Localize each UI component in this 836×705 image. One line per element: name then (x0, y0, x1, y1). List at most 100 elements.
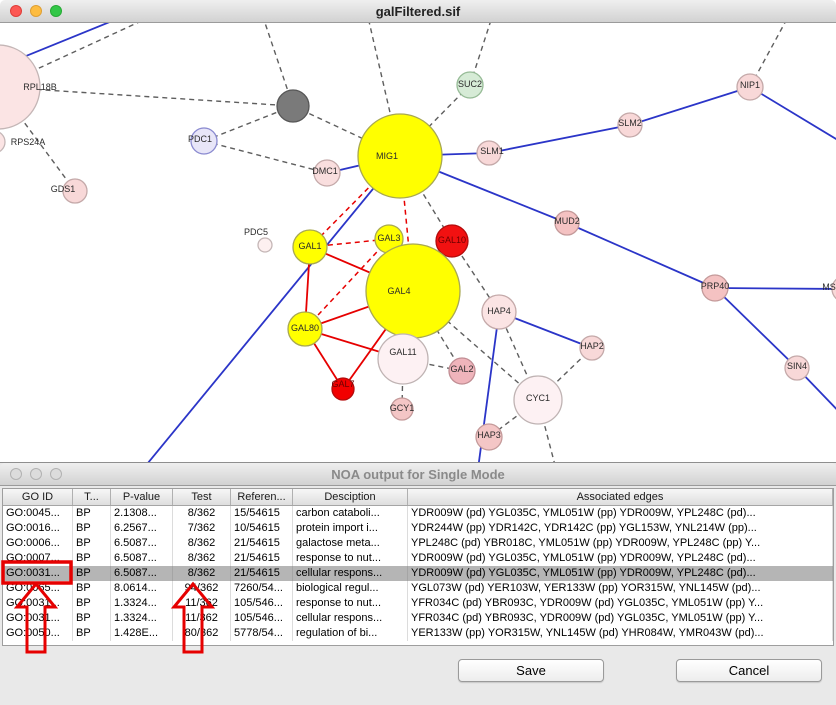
cell-p_value[interactable]: 1.3324... (111, 611, 173, 626)
cell-go_id[interactable]: GO:0050... (3, 626, 73, 641)
column-header-6[interactable]: Associated edges (408, 489, 833, 505)
zoom-button[interactable] (50, 5, 62, 17)
graph-node-PDC1[interactable] (190, 127, 218, 155)
cell-description[interactable]: protein import i... (293, 521, 408, 536)
network-canvas[interactable]: RPL18BRPS24AGDS1PDC1MIG1SUC2SLM1SLM2NIP1… (0, 23, 836, 463)
graph-node-GAL10[interactable] (435, 224, 469, 258)
cell-type[interactable]: BP (73, 581, 111, 596)
minimize-button[interactable] (30, 5, 42, 17)
cell-p_value[interactable]: 1.3324... (111, 596, 173, 611)
column-header-3[interactable]: Test (173, 489, 231, 505)
cell-reference[interactable]: 10/54615 (231, 521, 293, 536)
cell-description[interactable]: biological regul... (293, 581, 408, 596)
graph-node-SLM2[interactable] (617, 112, 643, 138)
cell-description[interactable]: galactose meta... (293, 536, 408, 551)
cell-p_value[interactable]: 6.2567... (111, 521, 173, 536)
cell-edges[interactable]: YFR034C (pd) YBR093C, YDR009W (pd) YGL03… (408, 611, 833, 626)
cell-reference[interactable]: 21/54615 (231, 566, 293, 581)
cell-go_id[interactable]: GO:0065... (3, 581, 73, 596)
cell-reference[interactable]: 7260/54... (231, 581, 293, 596)
cell-p_value[interactable]: 6.5087... (111, 566, 173, 581)
close-button[interactable] (10, 468, 22, 480)
cell-p_value[interactable]: 2.1308... (111, 506, 173, 521)
cell-reference[interactable]: 105/546... (231, 596, 293, 611)
graph-node-SIN4[interactable] (784, 355, 810, 381)
graph-node-RPL18B[interactable] (0, 44, 41, 130)
column-header-2[interactable]: P-value (111, 489, 173, 505)
graph-node-MIG1[interactable] (357, 113, 443, 199)
graph-node-HAP4[interactable] (481, 294, 517, 330)
cell-type[interactable]: BP (73, 551, 111, 566)
cell-test[interactable]: 8/362 (173, 566, 231, 581)
cell-p_value[interactable]: 1.428E... (111, 626, 173, 641)
graph-node-NIP1[interactable] (736, 73, 764, 101)
cell-test[interactable]: 94/362 (173, 581, 231, 596)
column-header-1[interactable]: T... (73, 489, 111, 505)
cell-go_id[interactable]: GO:0031... (3, 566, 73, 581)
cell-description[interactable]: cellular respons... (293, 566, 408, 581)
cell-type[interactable]: BP (73, 506, 111, 521)
cell-description[interactable]: regulation of bi... (293, 626, 408, 641)
cell-description[interactable]: response to nut... (293, 596, 408, 611)
cell-test[interactable]: 11/362 (173, 596, 231, 611)
graph-node-unlabeled[interactable] (276, 89, 310, 123)
cell-description[interactable]: carbon cataboli... (293, 506, 408, 521)
cell-edges[interactable]: YDR244W (pp) YDR142C, YDR142C (pp) YGL15… (408, 521, 833, 536)
graph-node-GAL2[interactable] (448, 357, 476, 385)
cell-go_id[interactable]: GO:0031... (3, 596, 73, 611)
close-button[interactable] (10, 5, 22, 17)
cell-test[interactable]: 8/362 (173, 551, 231, 566)
cell-type[interactable]: BP (73, 566, 111, 581)
graph-node-RPS24A[interactable] (0, 131, 6, 153)
graph-node-GAL7[interactable] (331, 377, 355, 401)
cell-reference[interactable]: 21/54615 (231, 536, 293, 551)
cell-type[interactable]: BP (73, 521, 111, 536)
cell-p_value[interactable]: 6.5087... (111, 551, 173, 566)
save-button[interactable]: Save (458, 659, 604, 682)
network-window-titlebar[interactable]: galFiltered.sif (0, 0, 836, 23)
cell-edges[interactable]: YDR009W (pd) YGL035C, YML051W (pp) YDR00… (408, 566, 833, 581)
cell-reference[interactable]: 105/546... (231, 611, 293, 626)
graph-node-DMC1[interactable] (313, 159, 341, 187)
graph-node-MSL1[interactable] (831, 276, 836, 302)
cell-type[interactable]: BP (73, 611, 111, 626)
cell-p_value[interactable]: 8.0614... (111, 581, 173, 596)
cell-reference[interactable]: 21/54615 (231, 551, 293, 566)
graph-node-MUD2[interactable] (554, 210, 580, 236)
cell-go_id[interactable]: GO:0007... (3, 551, 73, 566)
cell-type[interactable]: BP (73, 536, 111, 551)
zoom-button[interactable] (50, 468, 62, 480)
graph-node-SLM1[interactable] (476, 140, 502, 166)
cell-edges[interactable]: YER133W (pp) YOR315W, YNL145W (pd) YHR08… (408, 626, 833, 641)
column-header-5[interactable]: Desciption (293, 489, 408, 505)
graph-node-CYC1[interactable] (513, 375, 563, 425)
minimize-button[interactable] (30, 468, 42, 480)
cell-reference[interactable]: 5778/54... (231, 626, 293, 641)
cell-go_id[interactable]: GO:0016... (3, 521, 73, 536)
cell-edges[interactable]: YFR034C (pd) YBR093C, YDR009W (pd) YGL03… (408, 596, 833, 611)
graph-node-GAL4[interactable] (365, 243, 461, 339)
graph-node-HAP3[interactable] (475, 423, 503, 451)
cell-reference[interactable]: 15/54615 (231, 506, 293, 521)
cell-type[interactable]: BP (73, 626, 111, 641)
graph-node-PRP40[interactable] (701, 274, 729, 302)
cell-edges[interactable]: YDR009W (pd) YGL035C, YML051W (pp) YDR00… (408, 506, 833, 521)
cell-go_id[interactable]: GO:0045... (3, 506, 73, 521)
cell-test[interactable]: 8/362 (173, 506, 231, 521)
graph-node-GCY1[interactable] (390, 397, 414, 421)
graph-node-GAL1[interactable] (292, 229, 328, 265)
graph-node-HAP2[interactable] (579, 335, 605, 361)
cell-go_id[interactable]: GO:0031... (3, 611, 73, 626)
cell-p_value[interactable]: 6.5087... (111, 536, 173, 551)
graph-node-SUC2[interactable] (456, 71, 484, 99)
cell-edges[interactable]: YPL248C (pd) YBR018C, YML051W (pp) YDR00… (408, 536, 833, 551)
cell-edges[interactable]: YDR009W (pd) YGL035C, YML051W (pp) YDR00… (408, 551, 833, 566)
